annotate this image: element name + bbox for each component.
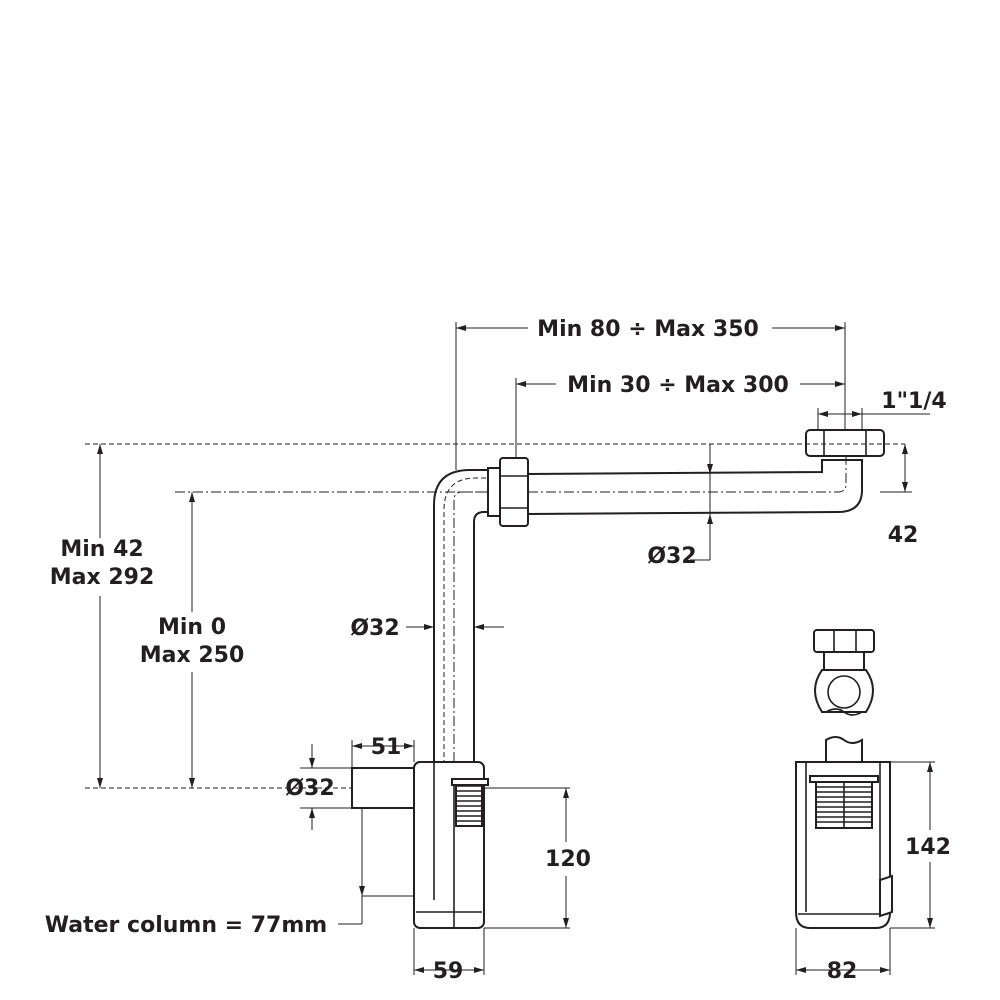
label-outlet-length: 51 — [371, 735, 402, 760]
inner-pipe-hidden — [443, 477, 488, 765]
label-trap-height: 120 — [545, 847, 591, 872]
label-inner-height-max: Max 250 — [140, 643, 245, 668]
side-bend — [814, 669, 874, 713]
label-trap-height-side: 142 — [905, 835, 951, 860]
label-total-height-min: Min 42 — [60, 537, 143, 562]
side-outlet-pipe — [351, 767, 417, 809]
label-outlet-diameter: Ø32 — [285, 776, 334, 801]
label-pipe-diameter-horizontal: Ø32 — [647, 544, 696, 569]
dimension-lines — [85, 322, 935, 975]
front-view-bottle — [351, 761, 489, 929]
dimension-labels: Min 80 ÷ Max 350 Min 30 ÷ Max 300 1"1/4 … — [45, 317, 951, 984]
side-top-nut — [813, 629, 875, 653]
label-pipe-diameter-vertical: Ø32 — [350, 616, 399, 641]
side-bottle-step — [879, 874, 893, 918]
label-offset-42: 42 — [888, 523, 919, 548]
label-total-height-max: Max 292 — [50, 565, 155, 590]
label-thread-size: 1"1/4 — [881, 389, 946, 414]
label-water-column: Water column = 77mm — [45, 913, 327, 938]
thread-collar — [451, 778, 489, 786]
thread-block — [455, 781, 483, 827]
pipe-centerline-horizontal — [175, 440, 847, 493]
side-view — [795, 629, 893, 929]
label-trap-width-front: 59 — [433, 959, 464, 984]
label-trap-width-side: 82 — [827, 959, 858, 984]
top-nut-1-1-4 — [805, 429, 885, 457]
label-span-outer: Min 80 ÷ Max 350 — [537, 317, 759, 342]
side-break-mark — [825, 708, 863, 716]
label-span-inner: Min 30 ÷ Max 300 — [567, 373, 789, 398]
bottle-thread — [455, 781, 483, 827]
front-view-pipes — [175, 429, 885, 782]
coupling-nut — [499, 457, 529, 527]
horizontal-pipe — [527, 459, 863, 516]
label-inner-height-min: Min 0 — [158, 615, 226, 640]
pipe-centerline-vertical — [453, 491, 490, 780]
side-bend-section — [827, 675, 861, 709]
side-thread — [815, 781, 873, 829]
side-thread-collar — [809, 775, 879, 783]
